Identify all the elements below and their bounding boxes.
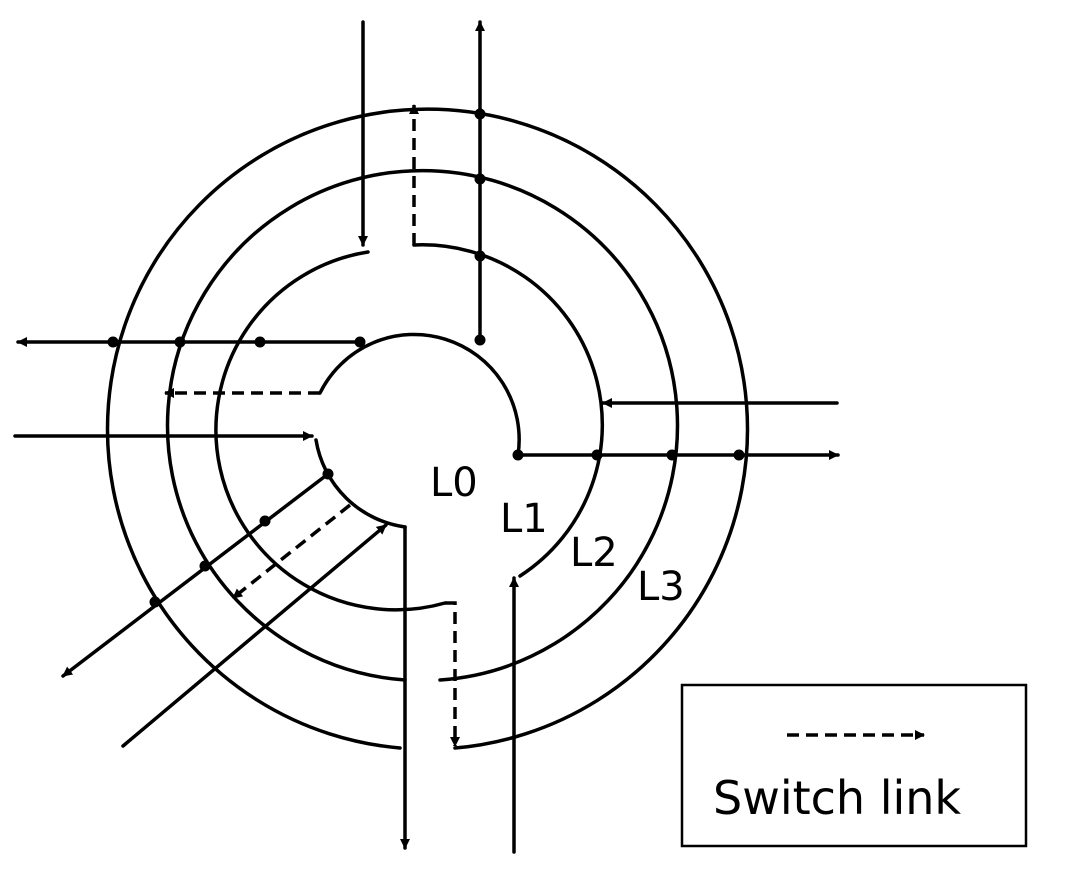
ring-l0-upper-arc xyxy=(318,332,521,457)
label-l0: L0 xyxy=(430,460,478,506)
switch-link-bottom xyxy=(445,601,460,747)
ring-l0 xyxy=(314,438,407,529)
ring-l2 xyxy=(165,168,680,682)
switch-link-diagonal xyxy=(231,503,352,600)
ring-l1 xyxy=(214,250,447,612)
legend-box xyxy=(680,683,1028,848)
ring-l3 xyxy=(105,107,750,750)
link-diagonal-out xyxy=(61,472,330,678)
label-l1: L1 xyxy=(500,496,548,542)
label-l3: L3 xyxy=(637,564,685,610)
link-diagonal-in xyxy=(121,523,388,748)
label-l2: L2 xyxy=(570,530,618,576)
junction-dots xyxy=(107,108,745,608)
legend-label: Switch link xyxy=(713,771,961,825)
